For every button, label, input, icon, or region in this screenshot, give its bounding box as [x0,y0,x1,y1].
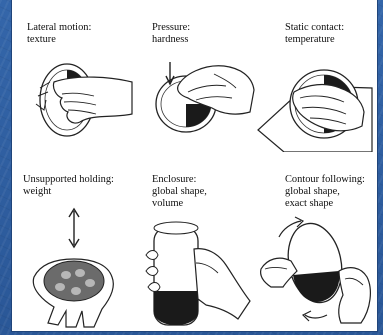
label-unsupported-holding: Unsupported holding: weight [23,174,114,198]
static-contact-illustration [254,52,376,152]
exploratory-procedures-figure: Lateral motion: texture Pressure: hardne… [12,0,377,331]
contour-following-illustration [257,205,375,330]
pressure-illustration [144,52,259,147]
enclosure-illustration [142,215,252,330]
lateral-motion-illustration [22,52,137,147]
label-enclosure: Enclosure: global shape, volume [152,174,207,210]
label-static-contact: Static contact: temperature [285,22,344,46]
unsupported-holding-illustration [22,205,137,330]
label-pressure: Pressure: hardness [152,22,190,46]
label-lateral-motion: Lateral motion: texture [27,22,91,46]
